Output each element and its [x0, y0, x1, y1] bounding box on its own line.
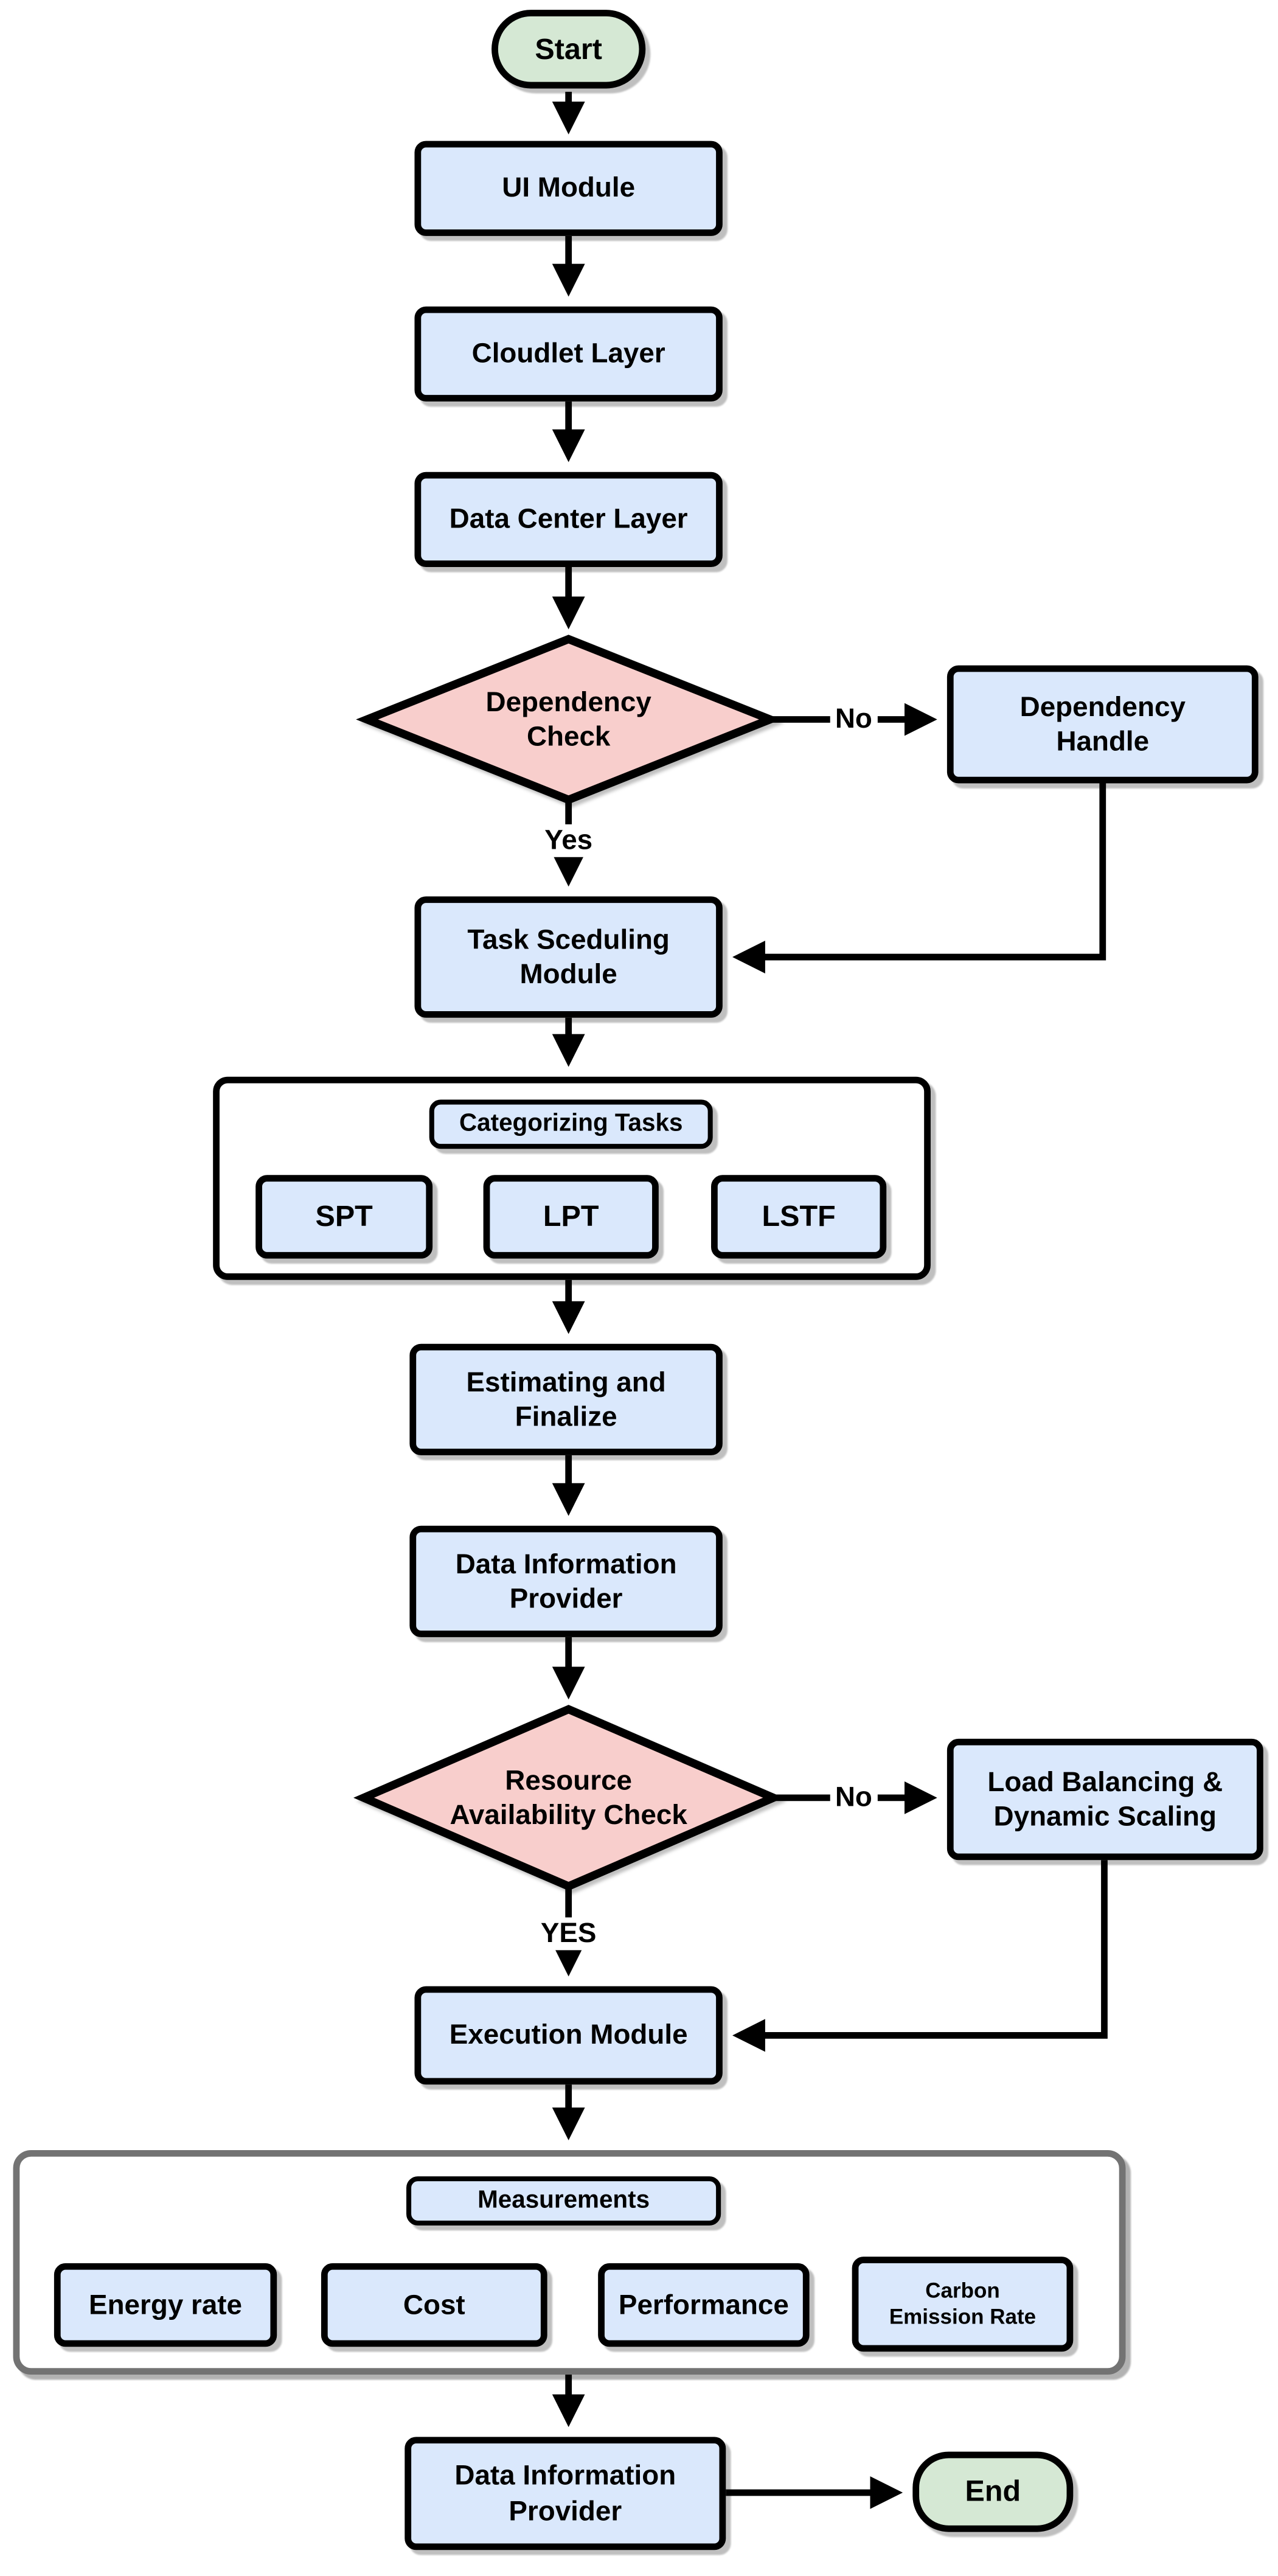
node-energy-rate: Energy rate: [54, 2263, 277, 2347]
node-categorizing-tasks: Categorizing Tasks: [429, 1099, 713, 1149]
node-ui-module: UI Module: [414, 141, 723, 236]
edge-label-resource-yes: YES: [535, 1917, 602, 1951]
node-estimating-finalize: Estimating and Finalize: [409, 1343, 723, 1455]
node-execution-module: Execution Module: [414, 1986, 723, 2085]
node-measurements: Measurements: [406, 2176, 721, 2226]
arrow-loadbal-to-execution: [732, 1860, 1108, 2052]
node-load-balancing: Load Balancing & Dynamic Scaling: [946, 1738, 1263, 1861]
edge-label-dependency-yes: Yes: [540, 824, 598, 857]
node-lstf: LSTF: [711, 1175, 887, 1259]
node-spt: SPT: [255, 1175, 433, 1259]
node-task-scheduling-module: Task Sceduling Module: [414, 896, 723, 1018]
decision-resource-availability-shape: [353, 1705, 784, 1891]
node-performance: Performance: [598, 2263, 810, 2347]
node-dependency-handle: Dependency Handle: [946, 665, 1259, 784]
node-lpt: LPT: [483, 1175, 659, 1259]
decision-resource-availability-label: Resource Availability Check: [450, 1764, 687, 1831]
node-end: End: [912, 2451, 1074, 2532]
edge-label-dependency-no: No: [830, 703, 877, 736]
edge-label-resource-no: No: [830, 1781, 877, 1814]
node-data-information-provider-1: Data Information Provider: [409, 1525, 723, 1637]
decision-dependency-check-label: Dependency Check: [485, 686, 651, 753]
arrow-handle-to-task: [732, 783, 1106, 973]
node-start: Start: [491, 10, 646, 89]
node-data-information-provider-2: Data Information Provider: [405, 2437, 726, 2550]
decision-dependency-check-shape: [356, 635, 782, 804]
node-carbon-emission-rate: Carbon Emission Rate: [852, 2257, 1074, 2352]
node-cost: Cost: [321, 2263, 547, 2347]
node-cloudlet-layer: Cloudlet Layer: [414, 306, 723, 402]
node-data-center-layer: Data Center Layer: [414, 472, 723, 567]
